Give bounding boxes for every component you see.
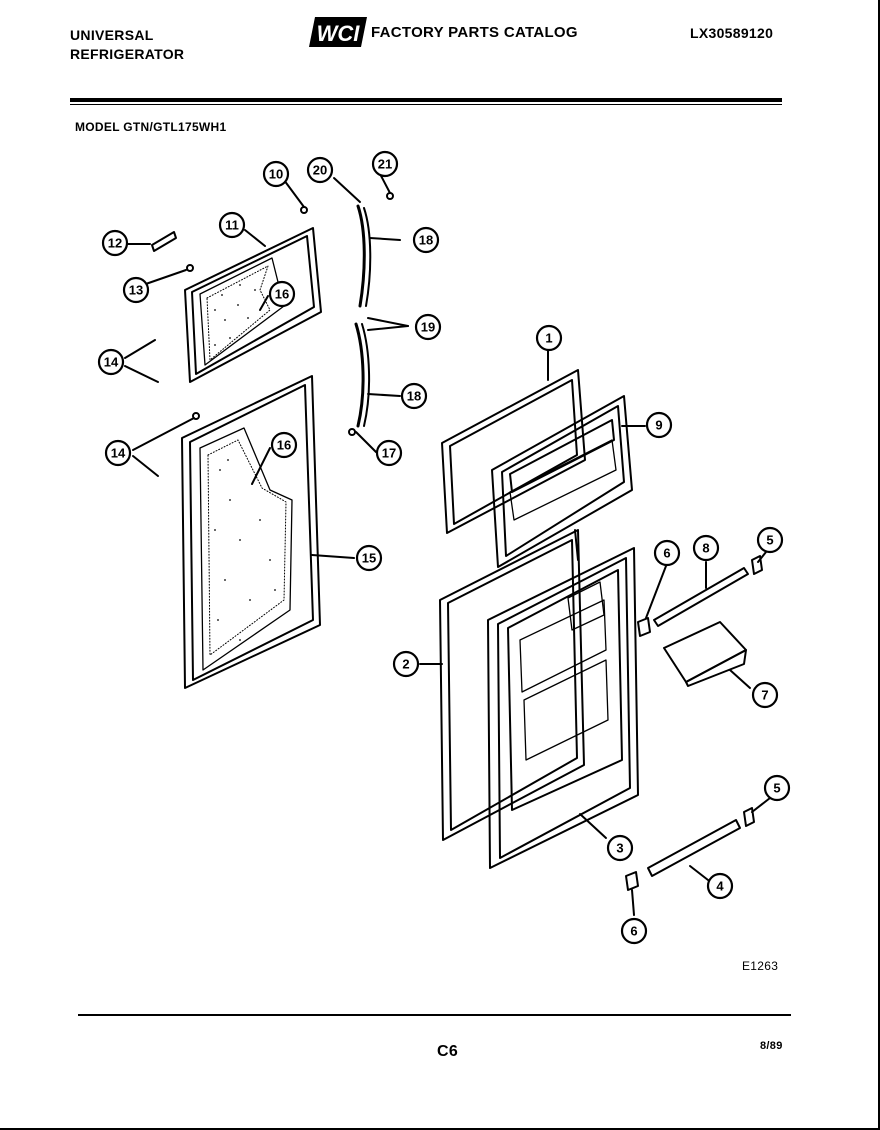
shelf-bar-upper	[653, 567, 749, 627]
end-cap-6-lower	[625, 871, 639, 891]
header-rule	[70, 98, 782, 102]
callout-20: 20	[306, 156, 334, 184]
callout-14-upper: 14	[97, 348, 125, 376]
screw-13	[186, 264, 194, 272]
callout-8: 8	[692, 534, 720, 562]
dairy-door	[663, 621, 747, 687]
svg-text:12: 12	[108, 236, 122, 251]
footer-rule	[78, 1014, 791, 1016]
callout-3: 3	[606, 834, 634, 862]
handle-upper	[356, 204, 372, 308]
callout-5-lower: 5	[763, 774, 791, 802]
svg-text:6: 6	[663, 546, 670, 561]
end-cap-upper	[637, 617, 651, 637]
catalog-date: 8/89	[760, 1040, 783, 1052]
brand-line-2: REFRIGERATOR	[70, 46, 185, 62]
svg-text:3: 3	[616, 841, 623, 856]
catalog-number: LX30589120	[690, 25, 774, 41]
callout-11: 11	[218, 211, 246, 239]
svg-text:1: 1	[545, 331, 552, 346]
svg-text:18: 18	[407, 389, 421, 404]
part-12	[151, 231, 177, 252]
svg-text:11: 11	[225, 218, 239, 233]
svg-text:6: 6	[630, 924, 637, 939]
callout-15: 15	[355, 544, 383, 572]
svg-text:17: 17	[382, 446, 396, 461]
catalog-title: FACTORY PARTS CATALOG	[371, 24, 578, 41]
end-cap-5-lower	[743, 807, 755, 827]
logo-text: WCI	[317, 21, 361, 46]
callout-6-lower: 6	[620, 917, 648, 945]
insulation-stipple	[214, 284, 276, 641]
brand-line-1: UNIVERSAL	[70, 27, 154, 43]
callout-9: 9	[645, 411, 673, 439]
svg-text:18: 18	[419, 233, 433, 248]
callout-16-upper: 16	[268, 280, 296, 308]
callout-19: 19	[414, 313, 442, 341]
svg-text:10: 10	[269, 167, 283, 182]
callout-18-upper: 18	[412, 226, 440, 254]
callout-16-lower: 16	[270, 431, 298, 459]
callout-7: 7	[751, 681, 779, 709]
callout-14-lower: 14	[104, 439, 132, 467]
callout-2: 2	[392, 650, 420, 678]
freezer-door-liner	[184, 227, 322, 383]
figure-code: E1263	[742, 959, 779, 973]
food-door-outer	[487, 547, 639, 869]
svg-text:13: 13	[129, 283, 143, 298]
header-rule-thin	[70, 104, 782, 105]
callout-10: 10	[262, 160, 290, 188]
svg-text:14: 14	[111, 446, 126, 461]
callout-12: 12	[101, 229, 129, 257]
svg-text:2: 2	[402, 657, 409, 672]
svg-text:8: 8	[702, 541, 709, 556]
screw-14	[192, 412, 200, 420]
food-door-insulation	[207, 439, 287, 656]
freezer-gasket	[441, 369, 586, 534]
callout-17: 17	[375, 439, 403, 467]
callout-21: 21	[371, 150, 399, 178]
page-code: C6	[437, 1043, 459, 1060]
svg-text:5: 5	[773, 781, 780, 796]
food-gasket	[439, 529, 585, 841]
svg-text:19: 19	[421, 320, 435, 335]
svg-text:9: 9	[655, 418, 662, 433]
svg-text:7: 7	[761, 688, 768, 703]
food-door-liner	[181, 375, 321, 689]
wci-logo: WCI	[309, 17, 367, 47]
svg-text:20: 20	[313, 163, 327, 178]
callout-13: 13	[122, 276, 150, 304]
svg-text:15: 15	[362, 551, 376, 566]
callout-4: 4	[706, 872, 734, 900]
freezer-door-outer	[491, 395, 633, 568]
callout-6-upper: 6	[653, 539, 681, 567]
plug-17	[348, 428, 356, 436]
model-label: MODEL GTN/GTL175WH1	[75, 120, 227, 134]
svg-text:14: 14	[104, 355, 119, 370]
shelf-bar-lower	[647, 819, 741, 877]
svg-text:21: 21	[378, 157, 392, 172]
svg-text:16: 16	[275, 287, 289, 302]
end-cap-5-upper	[751, 555, 763, 575]
callout-18-lower: 18	[400, 382, 428, 410]
callout-1: 1	[535, 324, 563, 352]
callout-5-upper: 5	[756, 526, 784, 554]
svg-text:5: 5	[766, 533, 773, 548]
svg-text:4: 4	[716, 879, 724, 894]
handle-lower	[354, 322, 371, 428]
svg-text:16: 16	[277, 438, 291, 453]
